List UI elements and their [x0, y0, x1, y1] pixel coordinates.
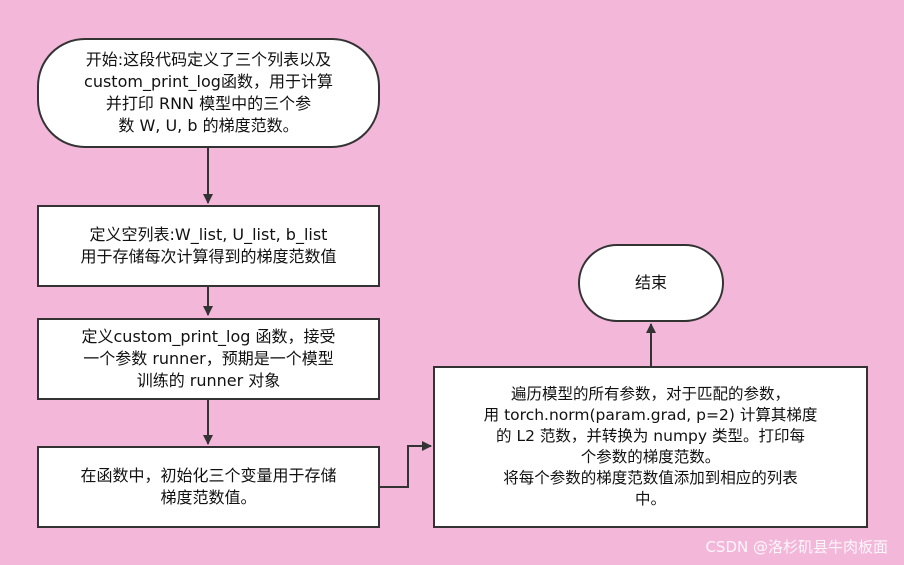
init-vars-node: 在函数中，初始化三个变量用于存储 梯度范数值。	[37, 446, 380, 528]
define-lists-node-text: 定义空列表:W_list, U_list, b_list 用于存储每次计算得到的…	[80, 225, 337, 266]
start-node: 开始:这段代码定义了三个列表以及 custom_print_log函数，用于计算…	[37, 38, 380, 148]
iterate-params-node-text: 遍历模型的所有参数，对于匹配的参数， 用 torch.norm(param.gr…	[483, 385, 818, 508]
end-node: 结束	[578, 244, 724, 322]
define-lists-node: 定义空列表:W_list, U_list, b_list 用于存储每次计算得到的…	[37, 205, 380, 287]
iterate-params-node: 遍历模型的所有参数，对于匹配的参数， 用 torch.norm(param.gr…	[433, 366, 868, 528]
init-vars-node-text: 在函数中，初始化三个变量用于存储 梯度范数值。	[80, 466, 337, 507]
watermark: CSDN @洛杉矶县牛肉板面	[705, 538, 888, 556]
define-func-node-text: 定义custom_print_log 函数，接受 一个参数 runner，预期是…	[81, 327, 336, 390]
start-node-text: 开始:这段代码定义了三个列表以及 custom_print_log函数，用于计算…	[84, 50, 333, 135]
edge-init-vars-to-iterate-params	[380, 441, 432, 488]
end-node-text: 结束	[634, 273, 667, 292]
define-func-node: 定义custom_print_log 函数，接受 一个参数 runner，预期是…	[37, 318, 380, 400]
